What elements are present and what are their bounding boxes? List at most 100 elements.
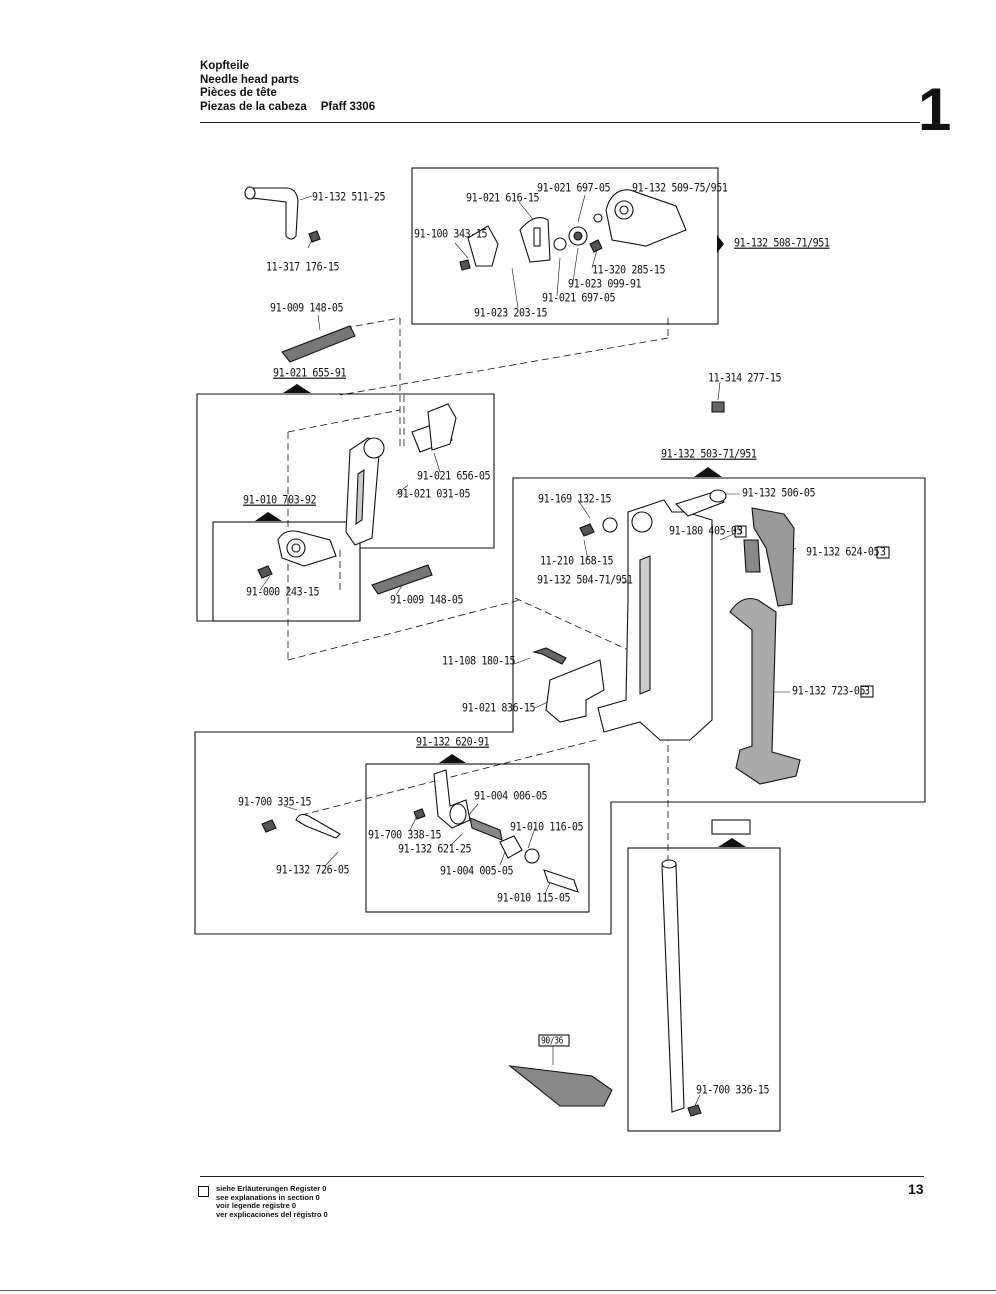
ref-label-3: 3: [864, 685, 870, 698]
part-small-screw: [308, 230, 321, 243]
part-label: 91-132 624-05: [806, 546, 880, 559]
blank-ref-box: [711, 819, 751, 835]
part-label-assembly: 91-021 655-91: [273, 367, 347, 380]
part-needle-pack: [508, 1065, 613, 1107]
part-label: 91-004 005-05: [440, 865, 514, 878]
part-label: 91-132 509-75/951: [632, 182, 728, 195]
triangle-marker: [717, 235, 724, 253]
legend-box-icon: [198, 1186, 209, 1197]
part-label: 91-169 132-15: [538, 493, 612, 506]
triangle-marker: [283, 384, 311, 393]
ref-box-3-b: [876, 546, 890, 559]
box-needle-bar: [627, 847, 781, 1132]
part-label-assembly: 91-132 620-91: [416, 736, 490, 749]
part-crank-lever: [605, 189, 687, 247]
legend-german: siehe Erläuterungen Register 0: [216, 1184, 327, 1193]
ref-box-3-c: [860, 685, 874, 698]
part-label: 91-010 116-05: [510, 821, 584, 834]
ref-label-90-36: 90/36: [541, 1035, 564, 1046]
ref-box-3-a: [734, 525, 747, 538]
triangle-marker: [694, 467, 722, 477]
part-label: 91-023 203-15: [474, 307, 548, 320]
part-label: 91-000 243-15: [246, 586, 320, 599]
part-pin-91-010-115: [543, 869, 579, 893]
part-spring-strip-lower: [371, 564, 433, 595]
part-washer: [553, 237, 567, 251]
part-label: 91-021 697-05: [537, 182, 611, 195]
part-label: 91-021 697-05: [542, 292, 616, 305]
part-label: 91-004 006-05: [474, 790, 548, 803]
bottom-rule: [0, 1290, 996, 1291]
part-label: 11-108 180-15: [442, 655, 516, 668]
part-label: 11-320 285-15: [592, 264, 666, 277]
part-label-assembly: 91-132 508-71/951: [734, 237, 830, 250]
legend-english: see explanations in section 0: [216, 1192, 320, 1202]
page-header: Kopfteile Needle head parts Pièces de tê…: [200, 60, 375, 114]
part-label: 91-021 656-05: [417, 470, 491, 483]
part-ring: [524, 848, 540, 864]
part-angle-bracket: [545, 659, 605, 723]
part-label: 91-700 336-15: [696, 1084, 770, 1097]
part-screw-11-314: [711, 401, 725, 413]
ref-box-90-36: [538, 1034, 570, 1047]
triangle-marker: [255, 512, 282, 521]
legend-spanish: ver explicaciones del régistro 0: [216, 1209, 328, 1219]
part-label-assembly: 91-132 503-71/951: [661, 448, 757, 461]
part-fixing-screw: [459, 259, 471, 271]
box-inner-assembly: [212, 521, 361, 622]
part-label: 91-021 836-15: [462, 702, 536, 715]
part-felt-pad: [743, 539, 761, 573]
part-bush: [499, 835, 523, 859]
footer-legend: siehe Erläuterungen Register 0 see expla…: [198, 1184, 328, 1219]
box-spring-assembly: [365, 763, 590, 913]
part-set-screw: [589, 239, 603, 253]
footer-rule: [200, 1176, 924, 1177]
page-number: 13: [908, 1181, 924, 1197]
part-guide-bracket: [597, 499, 713, 741]
ref-label-3: 3: [880, 546, 886, 559]
part-label: 11-317 176-15: [266, 261, 340, 274]
part-label: 91-009 148-05: [270, 302, 344, 315]
part-label-assembly: 91-010 703-92: [243, 494, 317, 507]
part-label: 91-132 506-05: [742, 487, 816, 500]
title-french: Pièces de tête: [200, 87, 277, 99]
part-compression-spring: [469, 817, 503, 841]
part-label: 91-132 726-05: [276, 864, 350, 877]
legend-french: voir legende registre 0: [216, 1201, 297, 1210]
part-label: 11-314 277-15: [708, 372, 782, 385]
part-label: 91-132 723-05: [792, 685, 866, 698]
part-label: 91-021 031-05: [397, 488, 471, 501]
part-small-screw-2: [579, 523, 595, 537]
header-rule: [200, 122, 920, 123]
box-right-assembly: [194, 477, 926, 935]
part-label: 91-132 511-25: [312, 191, 386, 204]
ref-label-3: 3: [737, 525, 743, 538]
triangle-marker: [718, 838, 746, 847]
part-needle-bar: [661, 859, 685, 1113]
part-label: 91-132 621-25: [398, 843, 472, 856]
title-english: Needle head parts: [200, 73, 300, 86]
part-label: 91-100 343-15: [414, 228, 488, 241]
part-needle-bar-frame: [729, 597, 801, 785]
part-label: 91-700 335-15: [238, 796, 312, 809]
part-small-washer: [593, 213, 603, 223]
part-label: 91-132 504-71/951: [537, 574, 633, 587]
part-label: 91-180 405-05: [669, 525, 743, 538]
part-label: 91-023 099-91: [568, 278, 642, 291]
part-spring-strip-upper: [281, 325, 356, 363]
part-thread-clamp-screw: [532, 647, 567, 665]
section-number: 1: [918, 76, 952, 143]
part-label: 91-021 616-15: [466, 192, 540, 205]
part-spring-wire: [295, 813, 341, 839]
part-wick: [751, 507, 795, 607]
part-label: 91-009 148-05: [390, 594, 464, 607]
part-cover-plate: [467, 225, 499, 267]
part-label: 11-210 168-15: [540, 555, 614, 568]
part-label: 91-010 115-05: [497, 892, 571, 905]
part-label: 91-700 338-15: [368, 829, 442, 842]
triangle-marker: [439, 754, 466, 763]
title-german: Kopfteile: [200, 60, 250, 72]
machine-model: Pfaff 3306: [320, 100, 376, 113]
